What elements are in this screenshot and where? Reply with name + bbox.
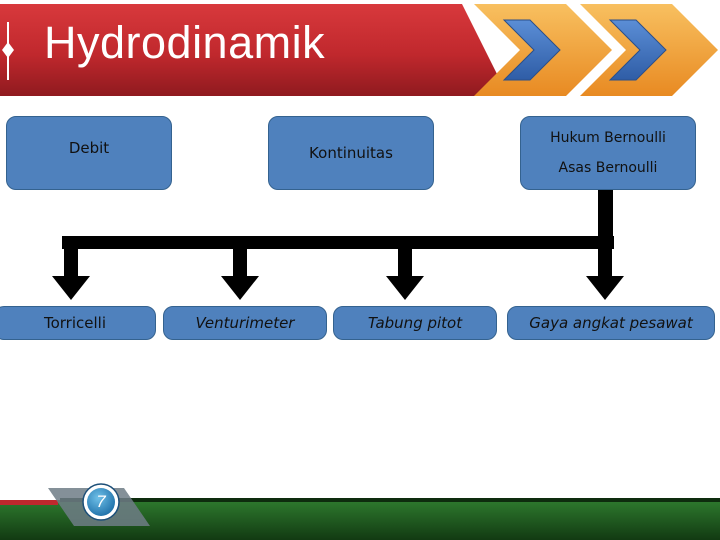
box-hukum-bernoulli: Hukum Bernoulli Asas Bernoulli	[520, 116, 696, 190]
box-tabung-pitot-label: Tabung pitot	[367, 314, 463, 332]
page-title: Hydrodinamik	[44, 17, 326, 68]
box-kontinuitas-label: Kontinuitas	[309, 144, 393, 162]
box-torricelli-label: Torricelli	[43, 314, 106, 332]
box-asas-bernoulli-label: Asas Bernoulli	[558, 160, 658, 176]
box-torricelli: Torricelli	[0, 306, 156, 340]
vertical-line-icon	[2, 22, 14, 80]
arrow-to-tabung-pitot	[386, 248, 424, 300]
banner-red-shape	[0, 4, 508, 96]
footer-bar	[0, 483, 720, 540]
page-number-badge	[82, 483, 120, 521]
box-venturimeter: Venturimeter	[163, 306, 327, 340]
box-venturimeter-label: Venturimeter	[195, 314, 295, 332]
box-hukum-bernoulli-label: Hukum Bernoulli	[550, 130, 666, 146]
page-number: 7	[96, 492, 106, 511]
footer-red-dash	[0, 500, 58, 505]
box-debit-label: Debit	[68, 139, 110, 157]
arrow-to-torricelli	[52, 248, 90, 300]
box-gaya-angkat-pesawat: Gaya angkat pesawat	[507, 306, 715, 340]
connector-vertical-from-hukum	[598, 190, 613, 238]
double-chevron-right-icon	[502, 19, 667, 81]
arrow-to-venturimeter	[221, 248, 259, 300]
footer-top-line	[60, 498, 720, 502]
box-debit: Debit	[6, 116, 172, 190]
arrow-to-gaya-angkat	[586, 248, 624, 300]
box-gaya-angkat-pesawat-label: Gaya angkat pesawat	[529, 314, 693, 332]
connector-horizontal-bar	[62, 236, 614, 249]
header-banner	[0, 4, 718, 96]
box-kontinuitas: Kontinuitas	[268, 116, 434, 190]
box-tabung-pitot: Tabung pitot	[333, 306, 497, 340]
